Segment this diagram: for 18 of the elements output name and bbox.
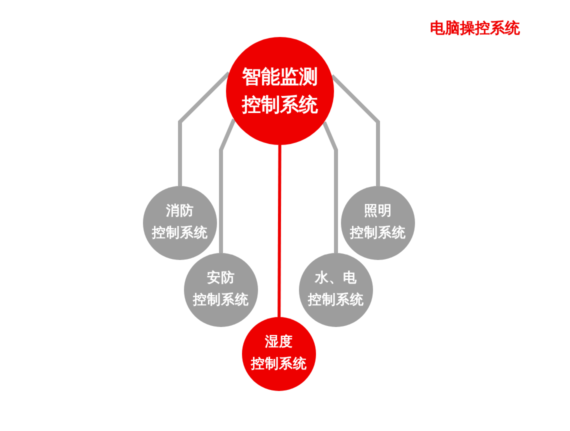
- connector-line: [330, 74, 380, 186]
- circle-label: 水、电: [315, 270, 357, 288]
- circle-label: 湿度: [265, 334, 293, 352]
- connector-line: [178, 71, 231, 186]
- circle-label: 控制系统: [350, 225, 406, 243]
- circle-label: 控制系统: [242, 92, 318, 118]
- circle-label: 控制系统: [251, 356, 307, 374]
- connector-line: [322, 121, 338, 253]
- circle-label: 照明: [364, 203, 392, 221]
- circle-label: 智能监测: [242, 64, 318, 90]
- connector-line: [278, 145, 282, 317]
- page-title: 电脑操控系统: [430, 19, 520, 38]
- circle-label: 控制系统: [152, 225, 208, 243]
- circle-label: 安防: [207, 270, 235, 288]
- circle-label: 控制系统: [308, 292, 364, 310]
- circle-label: 消防: [166, 203, 194, 221]
- connector-line: [219, 118, 236, 253]
- circle-label: 控制系统: [193, 292, 249, 310]
